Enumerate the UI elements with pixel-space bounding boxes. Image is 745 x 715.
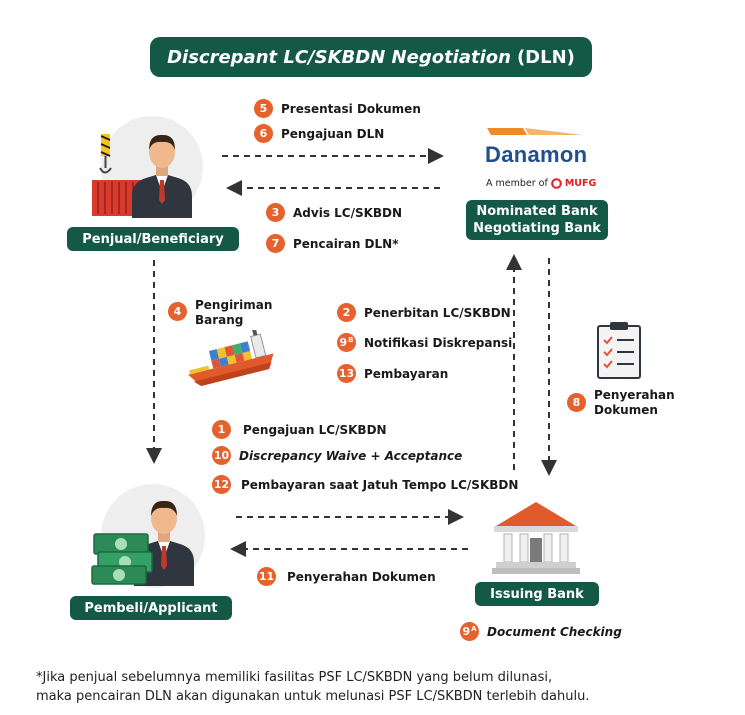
danamon-name: Danamon <box>485 142 588 167</box>
clipboard-checklist-icon <box>597 322 641 379</box>
step-number: 11 <box>257 567 276 586</box>
step-11: 11 Penyerahan Dokumen <box>257 567 436 586</box>
step-text: Advis LC/SKBDN <box>293 205 403 220</box>
buyer-label: Pembeli/Applicant <box>70 596 232 620</box>
step-number: 10 <box>212 446 231 465</box>
title-suffix: (DLN) <box>516 46 575 68</box>
step-number: 5 <box>254 99 273 118</box>
step-8: 8 Penyerahan Dokumen <box>567 388 675 418</box>
nominated-bank-line1: Nominated Bank <box>476 204 598 219</box>
step-number-main: 9 <box>462 625 471 638</box>
step-text: Document Checking <box>487 624 622 639</box>
cash-money-icon <box>91 533 153 585</box>
title-main: Discrepant LC/SKBDN Negotiation <box>167 46 511 68</box>
step-1: 1 Pengajuan LC/SKBDN <box>212 420 387 439</box>
issuing-bank-label: Issuing Bank <box>475 582 599 606</box>
footnote-line1: *Jika penjual sebelumnya memiliki fasili… <box>36 670 553 685</box>
step-text-line2: Dokumen <box>594 403 658 417</box>
seller-label: Penjual/Beneficiary <box>67 227 239 251</box>
step-text: Pengajuan DLN <box>281 126 385 141</box>
step-6: 6 Pengajuan DLN <box>254 124 384 143</box>
step-4: 4 Pengiriman Barang <box>168 298 272 328</box>
step-text-line2: Barang <box>195 313 244 327</box>
step-number: 1 <box>212 420 231 439</box>
step-number: 6 <box>254 124 273 143</box>
step-text-line1: Pengiriman <box>195 298 273 312</box>
cargo-ship-icon <box>188 330 274 386</box>
step-number-sup: A <box>471 624 477 633</box>
mufg-member: A member of MUFG <box>486 178 596 189</box>
step-number: 12 <box>212 475 231 494</box>
step-number: 2 <box>337 303 356 322</box>
bank-building-icon <box>492 502 580 574</box>
crane-hook-icon <box>99 134 112 174</box>
step-number: 7 <box>266 234 285 253</box>
step-number-sup: B <box>348 335 354 344</box>
nominated-bank-label: Nominated Bank Negotiating Bank <box>466 200 608 240</box>
step-text: Presentasi Dokumen <box>281 101 421 116</box>
step-text: Pengajuan LC/SKBDN <box>243 422 387 437</box>
step-text: Pencairan DLN* <box>293 236 399 251</box>
mufg-logo-icon <box>551 178 562 189</box>
step-text: Pembayaran saat Jatuh Tempo LC/SKBDN <box>241 477 519 492</box>
footnote-line2: maka pencairan DLN akan digunakan untuk … <box>36 689 590 704</box>
step-text-line1: Penyerahan <box>594 388 675 402</box>
step-number: 4 <box>168 302 187 321</box>
footnote: *Jika penjual sebelumnya memiliki fasili… <box>36 668 589 706</box>
step-2: 2 Penerbitan LC/SKBDN <box>337 303 511 322</box>
danamon-logo: Danamon <box>485 123 605 168</box>
step-number: 8 <box>567 393 586 412</box>
step-7: 7 Pencairan DLN* <box>266 234 398 253</box>
step-number: 13 <box>337 364 356 383</box>
step-text: Penerbitan LC/SKBDN <box>364 305 511 320</box>
step-text: Penyerahan Dokumen <box>287 569 436 584</box>
member-text: A member of <box>486 178 548 189</box>
seller-illustration <box>92 134 192 218</box>
step-number: 3 <box>266 203 285 222</box>
step-3: 3 Advis LC/SKBDN <box>266 203 402 222</box>
businessman-icon <box>132 134 192 218</box>
step-text: Penyerahan Dokumen <box>594 388 675 418</box>
nominated-bank-line2: Negotiating Bank <box>473 221 601 236</box>
step-10: 10 Discrepancy Waive + Acceptance <box>212 446 462 465</box>
step-text: Pembayaran <box>364 366 449 381</box>
step-5: 5 Presentasi Dokumen <box>254 99 421 118</box>
step-12: 12 Pembayaran saat Jatuh Tempo LC/SKBDN <box>212 475 518 494</box>
step-text: Discrepancy Waive + Acceptance <box>239 448 463 463</box>
diagram-title: Discrepant LC/SKBDN Negotiation (DLN) <box>150 37 592 77</box>
step-text: Notifikasi Diskrepansi <box>364 335 513 350</box>
step-13: 13 Pembayaran <box>337 364 448 383</box>
step-text: Pengiriman Barang <box>195 298 272 328</box>
buyer-illustration <box>91 500 194 586</box>
mufg-text: MUFG <box>564 178 597 189</box>
step-number-main: 9 <box>339 336 348 349</box>
danamon-swoosh-icon <box>487 128 583 135</box>
